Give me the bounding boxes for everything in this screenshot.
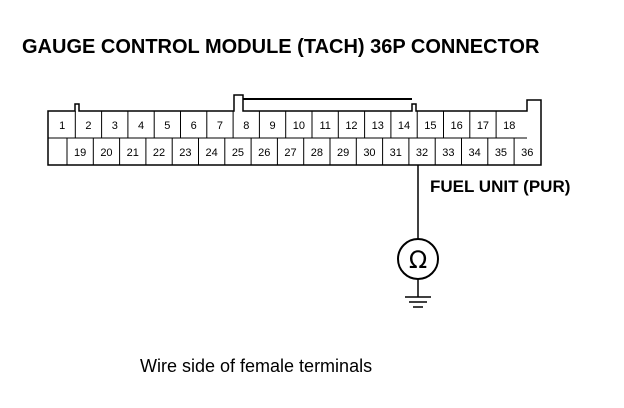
ohm-meter-icon: Ω	[397, 238, 439, 280]
connector-pin-row-bottom: 19 20 21 22 23 24 25 26 27 28 29 30 31 32 33 34 35 36	[74, 138, 533, 165]
connector-pin-30: 30	[363, 147, 375, 159]
connector-pin-34: 34	[469, 147, 481, 159]
connector-pin-19: 19	[74, 147, 86, 159]
connector-pin-35: 35	[495, 147, 507, 159]
ground-symbol-icon	[405, 296, 431, 308]
connector-pin-33: 33	[442, 147, 454, 159]
connector-pin-15: 15	[424, 120, 436, 132]
connector-pin-28: 28	[311, 147, 323, 159]
connector-pin-11: 11	[319, 120, 330, 132]
connector-pin-26: 26	[258, 147, 270, 159]
connector-pin-14: 14	[398, 120, 410, 132]
connector-pin-20: 20	[100, 147, 112, 159]
connector-pin-21: 21	[127, 147, 139, 159]
ohm-symbol: Ω	[409, 246, 427, 274]
connector-pin-36: 36	[521, 147, 533, 159]
connector-pin-10: 10	[293, 120, 305, 132]
connector-pin-4: 4	[138, 120, 144, 132]
connector-pin-27: 27	[284, 147, 296, 159]
connector-pin-1: 1	[59, 120, 65, 132]
diagram-title: GAUGE CONTROL MODULE (TACH) 36P CONNECTO…	[22, 36, 540, 58]
diagram-caption: Wire side of female terminals	[140, 356, 372, 376]
connector-pin-23: 23	[179, 147, 191, 159]
connector-pin-6: 6	[191, 120, 197, 132]
connector-pin-3: 3	[112, 120, 118, 132]
connector-pin-7: 7	[217, 120, 223, 132]
connector-pin-18: 18	[503, 120, 515, 132]
connector-pin-29: 29	[337, 147, 349, 159]
connector-pin-25: 25	[232, 147, 244, 159]
connector-pin-24: 24	[206, 147, 218, 159]
connector-pin-12: 12	[345, 120, 357, 132]
connector-pin-5: 5	[164, 120, 170, 132]
connector-pin-9: 9	[269, 120, 275, 132]
connector-pin-17: 17	[477, 120, 489, 132]
connector-pin-22: 22	[153, 147, 165, 159]
connector-pin-16: 16	[451, 120, 463, 132]
connector-pin-32: 32	[416, 147, 428, 159]
connector-pin-2: 2	[85, 120, 91, 132]
connector-pin-31: 31	[390, 147, 402, 159]
connector-pin-8: 8	[243, 120, 249, 132]
connector-pin-13: 13	[372, 120, 384, 132]
wire-label: FUEL UNIT (PUR)	[430, 177, 570, 196]
